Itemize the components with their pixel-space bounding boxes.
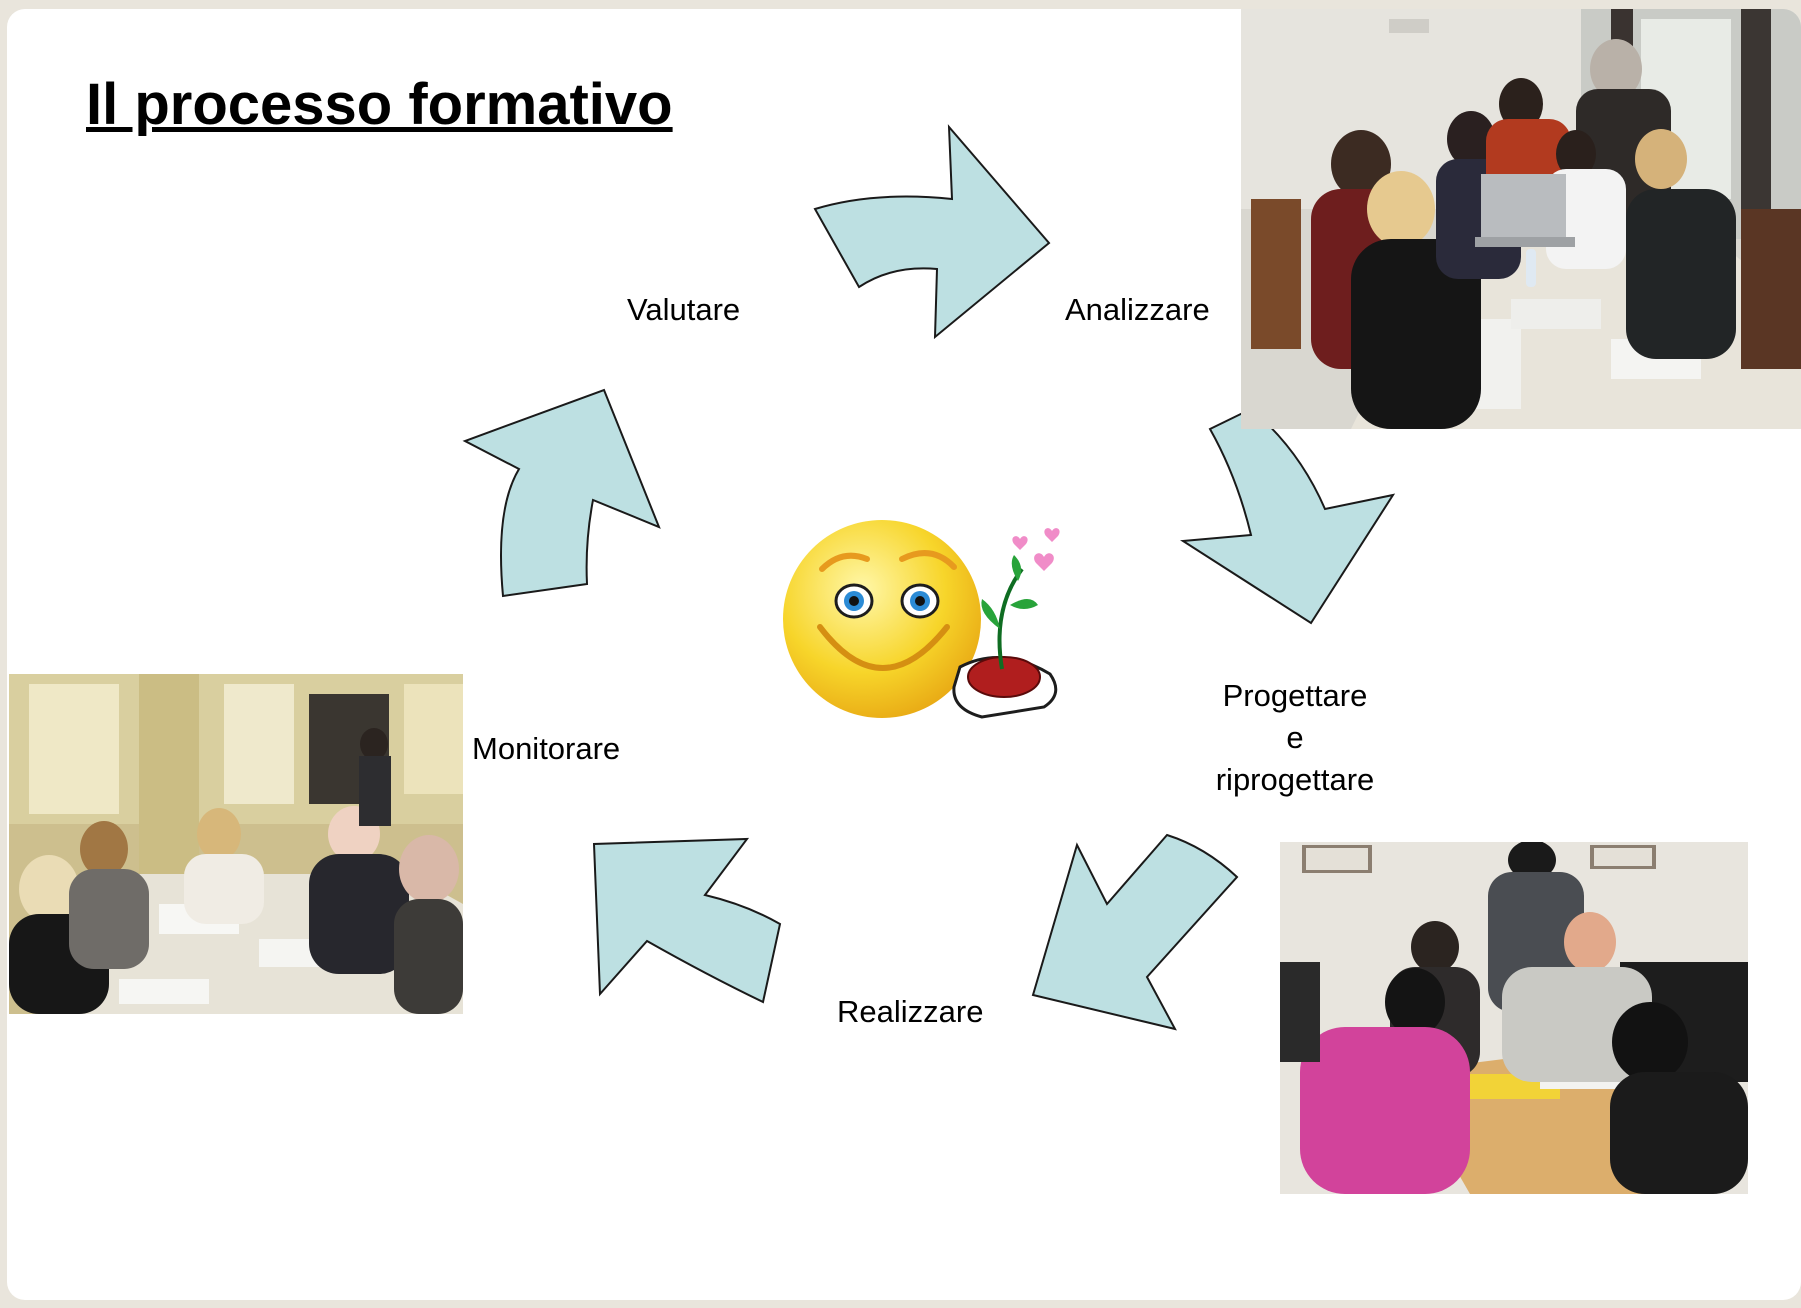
cycle-arrows xyxy=(462,124,1396,1031)
slide-title: Il processo formativo xyxy=(86,72,673,137)
step-label-analizzare: Analizzare xyxy=(1065,292,1210,327)
arrow-realizzare-monitorare xyxy=(592,837,782,1004)
photo-group-working xyxy=(1280,842,1748,1194)
photo-group-seated xyxy=(9,674,463,1014)
step-label-progettare-line2: e xyxy=(1286,720,1304,755)
arrow-monitorare-valutare xyxy=(462,388,661,598)
step-label-progettare: Progettare e riprogettare xyxy=(1185,675,1405,801)
arrow-valutare-analizzare xyxy=(813,124,1051,340)
arrow-analizzare-progettare xyxy=(1179,407,1396,625)
step-label-progettare-line1: Progettare xyxy=(1222,678,1368,713)
step-label-valutare: Valutare xyxy=(627,292,741,327)
photo-meeting-laptop xyxy=(1241,9,1801,429)
step-label-monitorare: Monitorare xyxy=(472,731,621,766)
smiley-with-plant-icon xyxy=(783,520,1060,719)
step-label-progettare-line3: riprogettare xyxy=(1215,762,1375,797)
arrow-progettare-realizzare xyxy=(1031,833,1239,1031)
step-label-realizzare: Realizzare xyxy=(837,994,984,1029)
slide: Il processo formativo Valutare Analizzar… xyxy=(7,9,1801,1300)
